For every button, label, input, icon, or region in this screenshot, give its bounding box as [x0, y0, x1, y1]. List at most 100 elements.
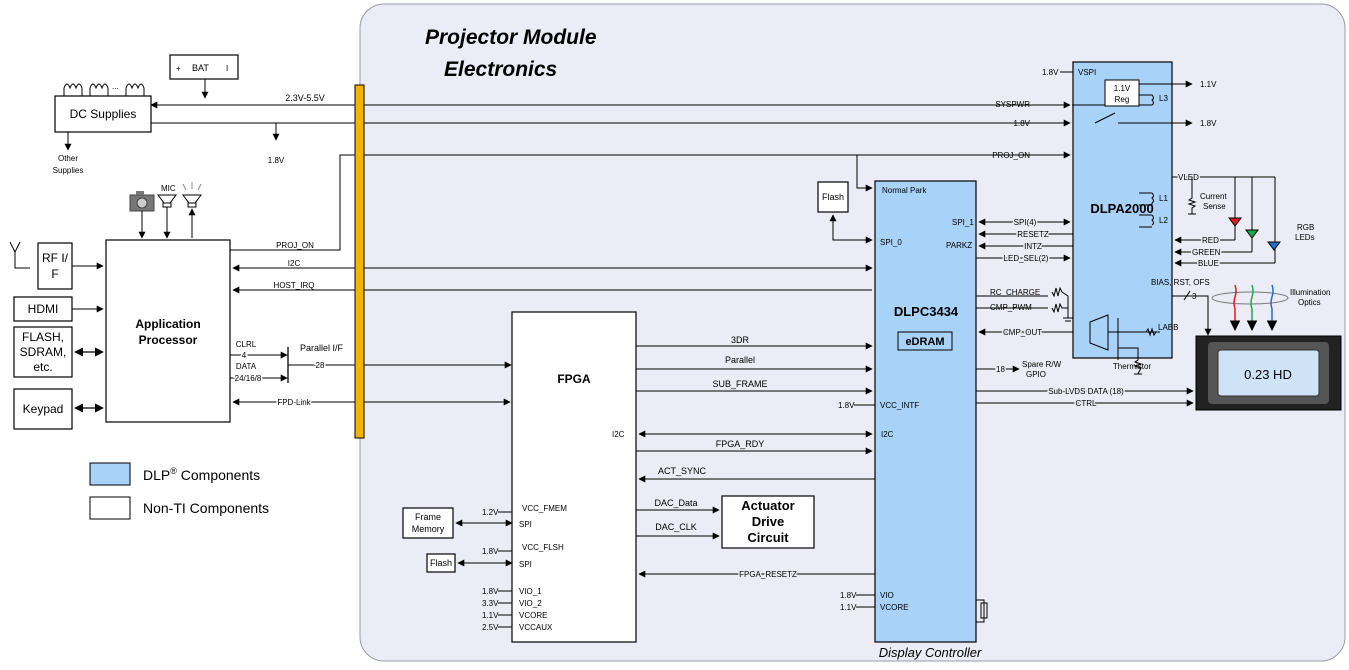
- svg-text:GPIO: GPIO: [1026, 370, 1046, 379]
- app-proc-label: Application: [135, 317, 200, 331]
- svg-text:SPI: SPI: [519, 520, 532, 529]
- svg-text:VCC_INTF: VCC_INTF: [880, 401, 919, 410]
- svg-text:3DR: 3DR: [731, 335, 750, 345]
- svg-text:DAC_Data: DAC_Data: [654, 498, 697, 508]
- svg-text:2.3V-5.5V: 2.3V-5.5V: [285, 93, 325, 103]
- svg-text:VIO: VIO: [880, 591, 894, 600]
- svg-text:Current: Current: [1200, 192, 1227, 201]
- green-led-icon: [1245, 229, 1259, 239]
- svg-text:Normal Park: Normal Park: [882, 186, 927, 195]
- dmd-chip: 0.23 HD: [1195, 335, 1342, 411]
- svg-text:...: ...: [112, 82, 119, 91]
- svg-text:Frame: Frame: [415, 512, 441, 522]
- svg-text:DAC_CLK: DAC_CLK: [655, 522, 697, 532]
- legend-dlp-swatch: [89, 462, 131, 486]
- svg-text:Flash: Flash: [430, 558, 452, 568]
- svg-text:VIO_2: VIO_2: [519, 599, 542, 608]
- svg-text:Sense: Sense: [1203, 202, 1226, 211]
- edram-box: [897, 331, 953, 351]
- svg-text:1.8V: 1.8V: [482, 547, 499, 556]
- svg-text:0.23 HD: 0.23 HD: [1244, 367, 1292, 382]
- svg-text:Reg: Reg: [1115, 95, 1130, 104]
- display-controller-caption: Display Controller: [879, 645, 982, 660]
- svg-text:FPGA_RESETZ: FPGA_RESETZ: [739, 570, 797, 579]
- svg-text:FPGA_RDY: FPGA_RDY: [716, 439, 765, 449]
- flash-fpga-block: [426, 553, 456, 573]
- keypad-block: [13, 388, 73, 430]
- svg-text:1.2V: 1.2V: [482, 508, 499, 517]
- svg-text:Circuit: Circuit: [747, 530, 789, 545]
- svg-text:1.8V: 1.8V: [1042, 68, 1059, 77]
- svg-text:Other: Other: [58, 154, 78, 163]
- svg-text:28: 28: [316, 361, 325, 370]
- svg-text:VIO_1: VIO_1: [519, 587, 542, 596]
- dlpa2000-block[interactable]: [1072, 61, 1173, 359]
- svg-text:1.8V: 1.8V: [838, 401, 855, 410]
- illumination-optics-icon: [1211, 291, 1289, 305]
- svg-text:Parallel I/F: Parallel I/F: [300, 343, 344, 353]
- rf-block: [37, 242, 73, 290]
- module-title-line2: Electronics: [444, 58, 557, 81]
- application-processor-block: [105, 239, 231, 423]
- svg-text:I2C: I2C: [612, 430, 625, 439]
- svg-text:SPI(4): SPI(4): [1014, 218, 1037, 227]
- svg-text:SUB_FRAME: SUB_FRAME: [712, 379, 767, 389]
- svg-text:1.8V: 1.8V: [482, 587, 499, 596]
- svg-text:SPI_1: SPI_1: [952, 218, 974, 227]
- svg-text:VCORE: VCORE: [519, 611, 547, 620]
- svg-text:MIC: MIC: [161, 184, 176, 193]
- svg-text:3.3V: 3.3V: [482, 599, 499, 608]
- svg-text:1.8V: 1.8V: [268, 156, 285, 165]
- svg-text:Parallel: Parallel: [725, 355, 755, 365]
- svg-text:+: +: [176, 64, 181, 73]
- svg-text:PROJ_ON: PROJ_ON: [276, 241, 314, 250]
- red-led-icon: [1228, 217, 1242, 227]
- svg-text:VSPI: VSPI: [1078, 68, 1096, 77]
- svg-text:Actuator: Actuator: [741, 498, 794, 513]
- dc-supplies-label: DC Supplies: [70, 107, 137, 121]
- battery-box: [169, 54, 239, 80]
- svg-text:HOST_IRQ: HOST_IRQ: [274, 281, 315, 290]
- svg-text:VCORE: VCORE: [880, 603, 908, 612]
- svg-text:2.5V: 2.5V: [482, 623, 499, 632]
- svg-text:BIAS, RST, OFS: BIAS, RST, OFS: [1151, 278, 1210, 287]
- legend-nonti-swatch: [89, 496, 131, 520]
- svg-text:VCC_FLSH: VCC_FLSH: [522, 543, 564, 552]
- svg-text:RF I/: RF I/: [42, 251, 69, 265]
- svg-text:4: 4: [242, 351, 247, 360]
- svg-text:I: I: [226, 64, 228, 73]
- svg-text:VCCAUX: VCCAUX: [519, 623, 553, 632]
- dlpc3434-block[interactable]: [874, 180, 977, 643]
- module-title-line1: Projector Module: [425, 26, 597, 49]
- svg-text:SYSPWR: SYSPWR: [995, 100, 1030, 109]
- svg-text:LEDs: LEDs: [1295, 233, 1315, 242]
- camera-icon: [129, 191, 155, 212]
- blue-led-icon: [1267, 241, 1281, 251]
- svg-text:INTZ: INTZ: [1024, 242, 1042, 251]
- svg-text:RGB: RGB: [1297, 223, 1314, 232]
- svg-text:Keypad: Keypad: [23, 402, 64, 416]
- svg-text:Spare R/W: Spare R/W: [1022, 360, 1062, 369]
- actuator-drive-block: [721, 495, 815, 549]
- connector-bus: [354, 84, 365, 439]
- svg-text:RESETZ: RESETZ: [1017, 230, 1049, 239]
- app-proc-label-2: Processor: [139, 333, 198, 347]
- svg-text:GREEN: GREEN: [1192, 248, 1221, 257]
- svg-text:1.8V: 1.8V: [1014, 119, 1031, 128]
- svg-text:BLUE: BLUE: [1198, 259, 1219, 268]
- dlpa-label: DLPA2000: [1090, 201, 1153, 216]
- svg-text:RED: RED: [1202, 236, 1219, 245]
- svg-text:L2: L2: [1159, 216, 1168, 225]
- svg-text:CLRL: CLRL: [236, 340, 257, 349]
- svg-text:3: 3: [1192, 292, 1197, 301]
- svg-text:PARKZ: PARKZ: [946, 241, 972, 250]
- svg-text:Supplies: Supplies: [53, 166, 84, 175]
- svg-text:Memory: Memory: [412, 524, 445, 534]
- svg-text:LED_SEL(2): LED_SEL(2): [1004, 254, 1049, 263]
- svg-text:Thermistor: Thermistor: [1113, 362, 1152, 371]
- svg-text:F: F: [51, 267, 58, 281]
- projector-module-region: [359, 3, 1346, 662]
- svg-text:VLED: VLED: [1178, 173, 1199, 182]
- svg-text:Sub-LVDS DATA (18): Sub-LVDS DATA (18): [1048, 387, 1124, 396]
